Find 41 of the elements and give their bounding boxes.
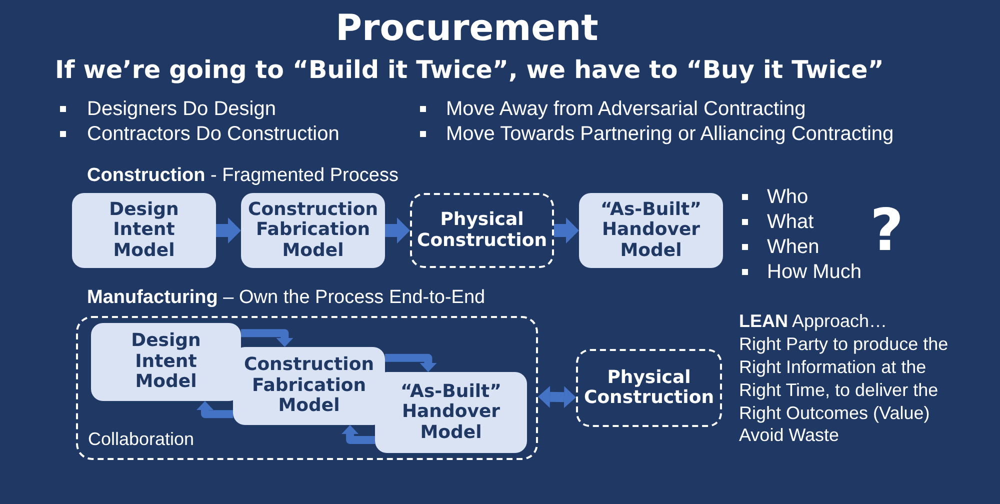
section-heading: Manufacturing – Own the Process End-to-End xyxy=(87,286,486,310)
process-box xyxy=(91,323,241,401)
arrow xyxy=(241,329,294,347)
arrow xyxy=(385,218,410,244)
process-box xyxy=(579,193,723,268)
node-label: Design Intent Model xyxy=(109,200,179,262)
note-text: Avoid Waste xyxy=(739,424,840,447)
node-label: Physical Construction xyxy=(416,210,548,251)
bullet-text: Who xyxy=(767,185,808,209)
note-heading: LEAN Approach… xyxy=(739,310,888,333)
title: Procurement xyxy=(334,7,600,51)
note-text: Right Party to produce the Right Information at the Right Time, to deliver the Right Outcomes (Value) xyxy=(739,333,950,425)
group-label: Collaboration xyxy=(88,428,194,450)
question-mark: ? xyxy=(870,195,904,265)
process-box xyxy=(241,193,385,268)
dashed-process-box xyxy=(410,193,554,268)
subtitle: If we’re going to “Build it Twice”, we have to “Buy it Twice” xyxy=(55,56,884,84)
node-label: “As-Built” Handover Model xyxy=(400,382,502,444)
bullet-text: Contractors Do Construction xyxy=(87,122,340,146)
dashed-group-frame xyxy=(76,316,538,460)
node-label: Physical Construction xyxy=(584,368,714,408)
arrow xyxy=(196,401,233,418)
arrow xyxy=(385,354,437,372)
bullet-text: When xyxy=(767,235,820,259)
process-box xyxy=(375,372,527,453)
process-box xyxy=(72,193,216,268)
bullet-text: What xyxy=(767,210,814,234)
bullet-text: Move Towards Partnering or Alliancing Contracting xyxy=(446,122,894,146)
double-headed-arrow xyxy=(538,386,576,408)
section-heading: Construction - Fragmented Process xyxy=(87,164,398,188)
bullet-text: Designers Do Design xyxy=(87,97,276,121)
arrow xyxy=(342,425,375,444)
dashed-process-box xyxy=(576,349,722,427)
arrow xyxy=(216,218,241,244)
bullet-text: How Much xyxy=(767,260,862,284)
node-label: Construction Fabrication Model xyxy=(248,200,378,262)
node-label: Design Intent Model xyxy=(131,331,201,393)
bullet-text: Move Away from Adversarial Contracting xyxy=(446,97,806,121)
node-label: Construction Fabrication Model xyxy=(244,355,374,417)
node-label: “As-Built” Handover Model xyxy=(600,200,702,262)
arrow xyxy=(554,218,579,244)
